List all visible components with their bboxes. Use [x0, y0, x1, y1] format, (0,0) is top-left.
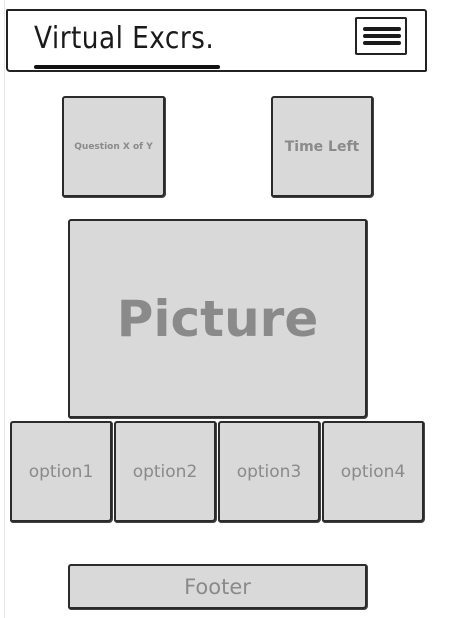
option-2-button[interactable]: option2	[114, 421, 216, 522]
brand-underline	[34, 65, 220, 69]
left-guide-line	[4, 0, 5, 618]
question-counter: Question X of Y	[62, 96, 165, 197]
brand-title[interactable]: Virtual Excrs.	[34, 21, 215, 56]
menu-bar-bottom	[363, 41, 401, 45]
menu-bar-middle	[363, 34, 401, 38]
time-left: Time Left	[271, 96, 373, 197]
option-3-button[interactable]: option3	[218, 421, 320, 522]
menu-bar-top	[363, 27, 401, 31]
page-footer: Footer	[68, 564, 367, 609]
hamburger-menu-button[interactable]	[355, 17, 407, 55]
option-1-button[interactable]: option1	[10, 421, 112, 522]
app-header: Virtual Excrs.	[6, 9, 427, 72]
question-picture: Picture	[68, 219, 367, 418]
option-4-button[interactable]: option4	[322, 421, 424, 522]
